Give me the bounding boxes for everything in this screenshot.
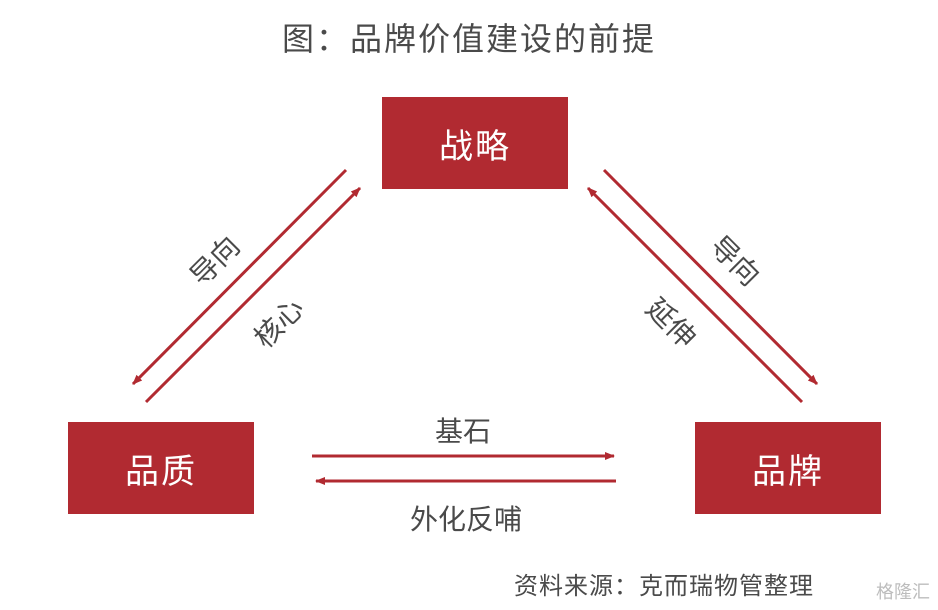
edge-label-bottom-top: 基石 (435, 415, 492, 448)
edge-label-bottom-bottom: 外化反哺 (410, 503, 523, 536)
node-strategy-label: 战略 (439, 126, 511, 167)
node-quality: 品质 (68, 422, 254, 514)
source-note: 资料来源：克而瑞物管整理 (514, 572, 814, 600)
arrow-brand-to-strategy (586, 186, 804, 404)
watermark: 格隆汇 (876, 582, 930, 603)
node-strategy: 战略 (382, 97, 568, 189)
arrow-strategy-to-brand (602, 168, 819, 386)
node-quality-label: 品质 (125, 451, 197, 492)
arrow-strategy-to-quality (131, 168, 348, 386)
arrow-quality-to-strategy (144, 186, 362, 404)
diagram-title: 图：品牌价值建设的前提 (281, 20, 656, 58)
node-brand: 品牌 (695, 422, 881, 514)
node-brand-label: 品牌 (752, 451, 824, 492)
